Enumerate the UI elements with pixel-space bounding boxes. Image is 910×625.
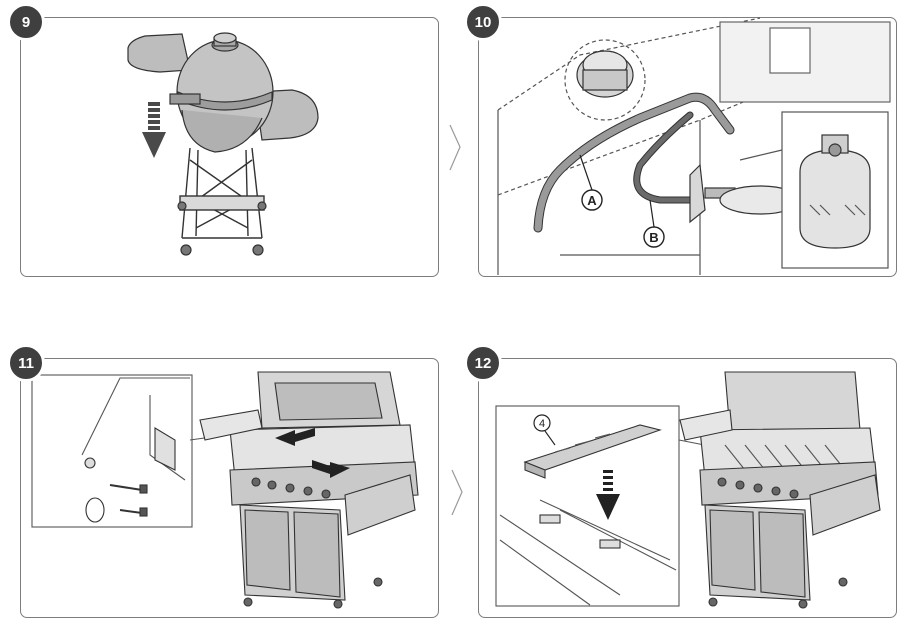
down-arrow-icon bbox=[596, 470, 620, 520]
callout-b-label: B bbox=[649, 230, 658, 245]
part-4-label: 4 bbox=[539, 418, 545, 430]
step-11-badge: 11 bbox=[7, 344, 45, 382]
gas-hose-illustration bbox=[497, 17, 891, 275]
kamado-grill-illustration bbox=[127, 32, 319, 256]
step-12-badge: 12 bbox=[464, 344, 502, 382]
gas-grill-screws-illustration bbox=[31, 371, 419, 609]
separator-chevron-top bbox=[449, 124, 461, 171]
heat-plate-illustration bbox=[495, 371, 881, 609]
step-10-badge: 10 bbox=[464, 3, 502, 41]
down-arrow-icon bbox=[142, 102, 166, 158]
separator-chevron-bottom bbox=[451, 469, 463, 516]
step-9-badge: 9 bbox=[7, 3, 45, 41]
callout-a-label: A bbox=[587, 193, 597, 208]
part-4-circle bbox=[533, 414, 551, 432]
